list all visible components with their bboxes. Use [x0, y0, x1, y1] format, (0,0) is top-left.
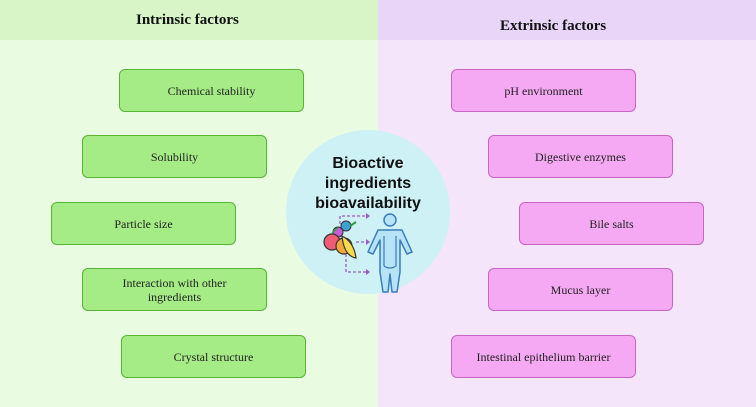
extrinsic-factor-box: Bile salts	[519, 202, 704, 245]
intrinsic-header-band	[0, 0, 378, 40]
extrinsic-factor-label: Intestinal epithelium barrier	[476, 349, 611, 364]
intrinsic-factor-box: Interaction with other ingredients	[82, 268, 267, 311]
extrinsic-factor-box: Intestinal epithelium barrier	[451, 335, 636, 378]
extrinsic-factor-label: Mucus layer	[550, 282, 611, 297]
intrinsic-factor-box: Chemical stability	[119, 69, 304, 112]
center-title: Bioactive ingredients bioavailability	[315, 155, 421, 212]
extrinsic-factor-box: pH environment	[451, 69, 636, 112]
extrinsic-factor-label: pH environment	[504, 83, 583, 98]
intrinsic-factor-box: Particle size	[51, 202, 236, 245]
intrinsic-title: Intrinsic factors	[136, 12, 239, 28]
extrinsic-title: Extrinsic factors	[500, 18, 607, 34]
fruit-and-human-body-icon	[323, 213, 413, 293]
intrinsic-factor-box: Solubility	[82, 135, 267, 178]
intrinsic-factor-label: Crystal structure	[173, 349, 254, 364]
intrinsic-factor-label: Chemical stability	[167, 83, 256, 98]
extrinsic-factor-label: Bile salts	[589, 216, 634, 231]
intrinsic-factor-label: Particle size	[114, 216, 173, 231]
center-circle	[286, 130, 450, 294]
extrinsic-factor-box: Mucus layer	[488, 268, 673, 311]
intrinsic-factor-box: Crystal structure	[121, 335, 306, 378]
extrinsic-factor-label: Digestive enzymes	[535, 149, 626, 164]
extrinsic-header-band	[378, 0, 756, 40]
intrinsic-factor-label: Solubility	[150, 149, 199, 164]
extrinsic-factor-box: Digestive enzymes	[488, 135, 673, 178]
intrinsic-factor-label: Interaction with other ingredients	[122, 275, 227, 304]
